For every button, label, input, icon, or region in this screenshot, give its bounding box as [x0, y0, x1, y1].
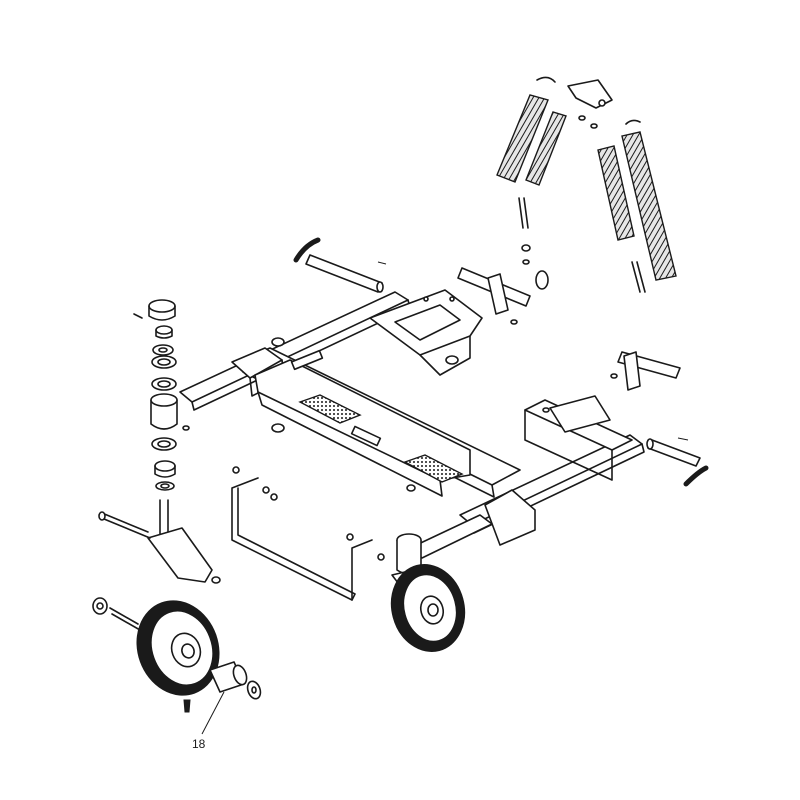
step-plate-front	[298, 394, 362, 424]
small-hardware	[133, 296, 618, 492]
left-caster-assembly	[98, 299, 221, 584]
left-handle-pin	[293, 237, 387, 293]
step-plate-rear	[403, 454, 464, 483]
main-frame	[179, 289, 645, 559]
right-handle-pin	[646, 437, 709, 487]
left-wheel	[92, 597, 262, 713]
u-bracket	[231, 466, 385, 601]
callout-label: 18	[192, 737, 206, 751]
callout-18: 18	[192, 691, 225, 751]
spring-assembly	[457, 76, 681, 391]
right-caster-assembly	[390, 533, 466, 653]
callout-leader-line	[201, 691, 225, 735]
